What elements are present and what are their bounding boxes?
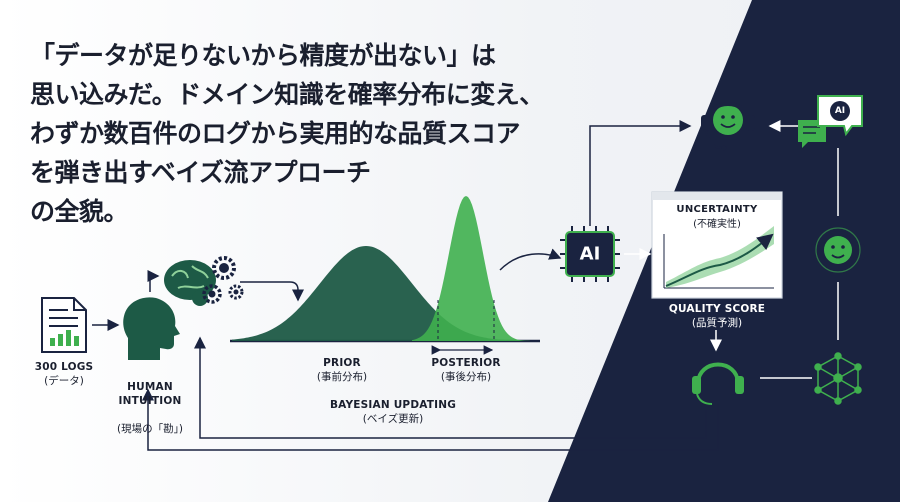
headline-line-1: 「データが足りないから精度が出ない」は — [30, 41, 496, 70]
human-head-icon — [123, 297, 180, 360]
prior-label: PRIOR (事前分布) — [316, 357, 368, 383]
logs-label: 300 LOGS (データ) — [34, 361, 94, 387]
headline-line-3: わずか数百件のログから実用的な品質スコア — [30, 119, 521, 148]
document-icon — [41, 297, 87, 353]
uncertainty-label: UNCERTAINTY (不確実性) — [676, 204, 758, 230]
network-node-icon — [814, 352, 862, 405]
posterior-distribution-curve — [412, 196, 530, 341]
prior-distribution-curve — [232, 246, 520, 341]
chat-bubbles-icon — [798, 95, 863, 148]
human-intuition-label: HUMAN INTUITION (現場の「勘」) — [117, 381, 183, 435]
ai-bubble-label: AI — [834, 106, 846, 116]
posterior-label: POSTERIOR (事後分布) — [431, 357, 501, 383]
bayesian-updating-label: BAYESIAN UPDATING (ベイズ更新) — [329, 399, 457, 425]
headset-agent-icon — [701, 102, 755, 151]
feedback-loop-inner — [199, 340, 707, 439]
quality-score-label: QUALITY SCORE (品質予測) — [668, 303, 766, 329]
ai-chip-label: AI — [579, 243, 601, 265]
brain-gears-icon — [164, 256, 244, 306]
headline-line-4: を弾き出すベイズ流アプローチ — [30, 158, 371, 187]
ai-chip-icon — [560, 226, 620, 282]
headset-support-icon — [692, 362, 744, 405]
headline: 「データが足りないから精度が出ない」は 思い込みだ。ドメイン知識を確率分布に変え… — [30, 36, 590, 231]
uncertainty-chart-card — [651, 191, 783, 299]
feedback-loop-outer — [147, 392, 719, 451]
headset-customer-icon — [811, 227, 865, 273]
headline-line-5: の全貌。 — [30, 197, 129, 226]
headline-line-2: 思い込みだ。ドメイン知識を確率分布に変え、 — [30, 80, 544, 109]
